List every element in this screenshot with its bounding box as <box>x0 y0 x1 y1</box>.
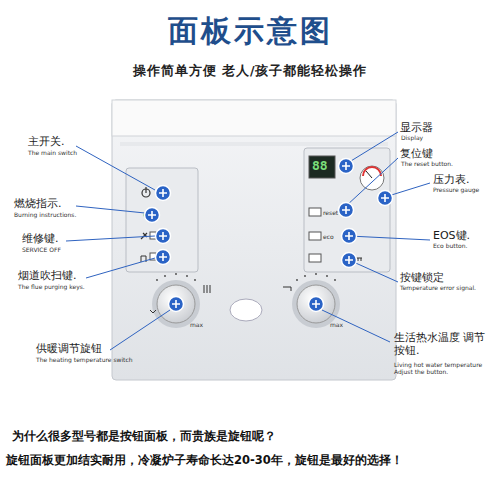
callout-english: Eco button. <box>433 243 467 250</box>
display-digits: 88 <box>312 159 328 174</box>
plus-sign <box>159 189 167 197</box>
plus-sign <box>342 206 350 214</box>
callout-label: 生活热水温度 调节按钮. <box>394 332 486 357</box>
plus-sign <box>159 253 167 261</box>
plus-marker <box>378 191 393 206</box>
callout-english: The flue purging keys. <box>18 284 85 291</box>
button-text: reset <box>323 210 338 217</box>
plus-sign <box>148 211 156 219</box>
callout-label: 烟道吹扫键. <box>18 270 77 283</box>
callout-label: 按键锁定 <box>400 272 444 285</box>
callout-english: Temperature error signal. <box>400 285 476 292</box>
callout-english: The main switch <box>28 150 77 157</box>
plus-marker <box>339 159 354 174</box>
button-text: eco <box>323 234 334 241</box>
callout-label: 主开关. <box>28 136 65 149</box>
callout-english: Display <box>401 135 423 142</box>
callout-label: 压力表. <box>433 174 470 187</box>
callout-english: Living hot water temperature Adjust the … <box>394 362 486 376</box>
callout-label: 维修键. <box>22 233 59 246</box>
plus-marker <box>342 253 357 268</box>
plus-marker <box>339 203 354 218</box>
footnote: 旋钮面板更加结实耐用，冷凝炉子寿命长达20-30年，旋钮是最好的选择！ <box>6 454 403 467</box>
plus-marker <box>342 229 357 244</box>
plus-marker <box>156 186 171 201</box>
callout-label: 燃烧指示. <box>14 198 62 211</box>
plus-marker <box>156 250 171 265</box>
plus-sign <box>345 232 353 240</box>
subtitle: 操作简单方便 老人/孩子都能轻松操作 <box>133 64 368 78</box>
plus-marker <box>156 229 171 244</box>
callout-label: 显示器 <box>400 122 433 135</box>
callout-label: EOS键. <box>433 230 470 243</box>
plus-marker <box>309 297 324 312</box>
dial-mark: max <box>190 322 203 329</box>
plus-marker <box>145 208 160 223</box>
callout-english: Burning instructions. <box>14 212 76 219</box>
plus-sign <box>159 232 167 240</box>
plus-sign <box>312 300 320 308</box>
callout-label: 复位键 <box>400 148 433 161</box>
plus-sign <box>342 162 350 170</box>
callout-english: Pressure gauge <box>433 187 479 194</box>
callout-english: The reset button. <box>401 161 453 168</box>
plus-sign <box>345 256 353 264</box>
callout-english: SERVICE OFF <box>22 247 61 254</box>
title: 面板示意图 <box>168 14 333 49</box>
callout-label: 供暖调节旋钮 <box>36 343 102 356</box>
footnote: 为什么很多型号都是按钮面板，而贵族是旋钮呢？ <box>12 430 276 443</box>
plus-marker <box>169 297 184 312</box>
plus-sign <box>172 300 180 308</box>
plus-sign <box>381 194 389 202</box>
dial-mark: max <box>330 322 343 329</box>
callout-english: The heating temperature switch <box>36 357 133 364</box>
